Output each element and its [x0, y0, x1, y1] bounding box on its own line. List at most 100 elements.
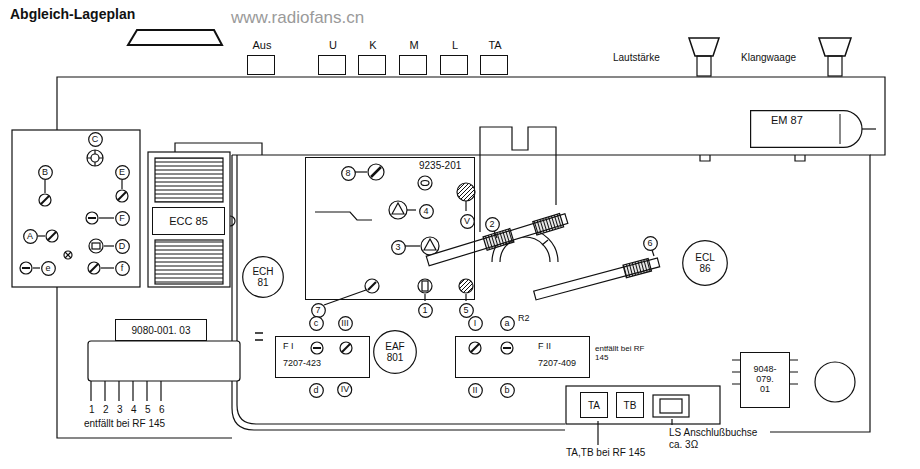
ferrite-antenna: [480, 127, 556, 232]
coil-panel: [33, 267, 40, 268]
control-knobs: [128, 30, 851, 76]
if-filter-adjusters: [311, 342, 323, 354]
push-button: L: [440, 55, 468, 75]
control-knobs: [128, 30, 222, 45]
chassis-outline: [232, 155, 870, 432]
tuner-parts: [421, 237, 439, 255]
chassis-outline: [255, 333, 263, 340]
circle-outline: [341, 166, 355, 180]
callout-number: e: [41, 261, 56, 276]
if-filter-can: F II 7207-409: [455, 336, 590, 378]
coil-panel: [99, 217, 114, 218]
output-transformer: 9048- 079. 01: [740, 352, 790, 408]
double-triode-block: [230, 216, 235, 226]
push-button: M: [399, 55, 427, 75]
circle-outline: [309, 316, 323, 330]
coil-panel: [101, 267, 114, 268]
callout-number: 3: [391, 240, 406, 255]
coil-panel: [90, 264, 98, 272]
coil-panel: [87, 150, 103, 166]
coil-panel: [88, 217, 96, 219]
callout-number-text: I: [474, 319, 477, 328]
output-stage: [660, 399, 682, 413]
chassis-outline: [57, 77, 885, 438]
control-knobs: [697, 56, 711, 76]
push-button: Aus: [247, 55, 275, 75]
tuner-parts: [418, 279, 432, 293]
output-stage: [597, 421, 598, 445]
coil-panel: [91, 154, 99, 162]
pin-number: 2: [102, 404, 110, 416]
pin-number: 3: [116, 404, 124, 416]
note: entfällt bei RF 145: [594, 344, 654, 362]
circle-outline: [683, 241, 728, 286]
callout-number-text: E: [119, 168, 125, 177]
callout-number-text: f: [121, 264, 124, 273]
circle-outline: [115, 165, 129, 179]
tube-socket: EAF 801: [373, 330, 417, 374]
callout-number: II: [468, 383, 483, 398]
circle-outline: [391, 240, 405, 254]
coil-panel: [89, 239, 103, 253]
if-filter-adjusters: [340, 342, 352, 354]
jack-socket: TB: [616, 392, 644, 418]
if-filter-can-text: 7207-409: [537, 359, 577, 369]
callout-number-text: F: [119, 214, 125, 223]
tube-socket: ECH 81: [242, 256, 284, 298]
ferrite-antenna: [494, 231, 497, 238]
tuner-parts: [424, 239, 436, 250]
output-stage: [671, 419, 672, 425]
callout-number-text: 2: [489, 220, 494, 229]
callout-number: f: [115, 261, 130, 276]
if-filter-adjusters: [471, 344, 479, 352]
circle-outline: [419, 204, 433, 218]
tube-socket-text: ECL 86: [691, 252, 719, 274]
callout-number-text: 6: [647, 239, 652, 248]
if-filter-can-text: F I: [282, 342, 295, 352]
note: TA,TB bei RF 145: [565, 447, 646, 459]
coil-panel: [12, 130, 140, 287]
callout-number: b: [500, 383, 515, 398]
circle-outline: [23, 229, 37, 243]
ferrite-antenna: [652, 250, 654, 256]
transformer-label-text: 9080-001. 03: [132, 325, 191, 336]
coil-panel: [86, 212, 98, 224]
coil-panel: [22, 267, 30, 269]
circle-outline: [643, 236, 657, 250]
circle-outline: [500, 383, 514, 397]
coil-panel: [48, 232, 56, 240]
callout-number: C: [88, 132, 103, 147]
circle-outline: [309, 383, 323, 397]
callout-number: E: [115, 165, 130, 180]
chassis-outline: [700, 155, 805, 161]
if-filter-can-text: 7207-423: [282, 359, 322, 369]
callout-number-text: 3: [395, 243, 400, 252]
circle-outline: [38, 165, 52, 179]
tuner-parts: [459, 279, 473, 293]
callout-number: IV: [337, 382, 352, 397]
callout-number: A: [23, 229, 38, 244]
output-stage: [815, 362, 855, 402]
callout-number: 2: [485, 217, 500, 232]
pin-number: 5: [144, 404, 152, 416]
tuner-parts: [407, 209, 416, 210]
push-button-text: U: [328, 39, 338, 51]
callout-number-text: V: [464, 217, 470, 226]
ferrite-antenna: [533, 256, 660, 302]
callout-number-text: 4: [423, 207, 428, 216]
tube-socket: ECL 86: [682, 240, 728, 286]
coil-panel: [104, 245, 114, 246]
callout-number: V: [460, 214, 475, 229]
ferrite-antenna: [483, 229, 514, 251]
tuner-unit-text: 9235-201: [418, 160, 462, 171]
if-filter-can: F I 7207-423: [275, 336, 370, 378]
part-label: R2: [517, 313, 531, 323]
if-filter-can-text: F II: [537, 342, 552, 352]
coil-panel: [64, 251, 72, 259]
tuner-parts: [368, 282, 376, 290]
ferrite-antenna: [533, 213, 564, 235]
callout-number-text: C: [92, 135, 99, 144]
tube-socket-text: EAF 801: [380, 341, 410, 363]
jack-socket-text: TA: [588, 400, 600, 411]
